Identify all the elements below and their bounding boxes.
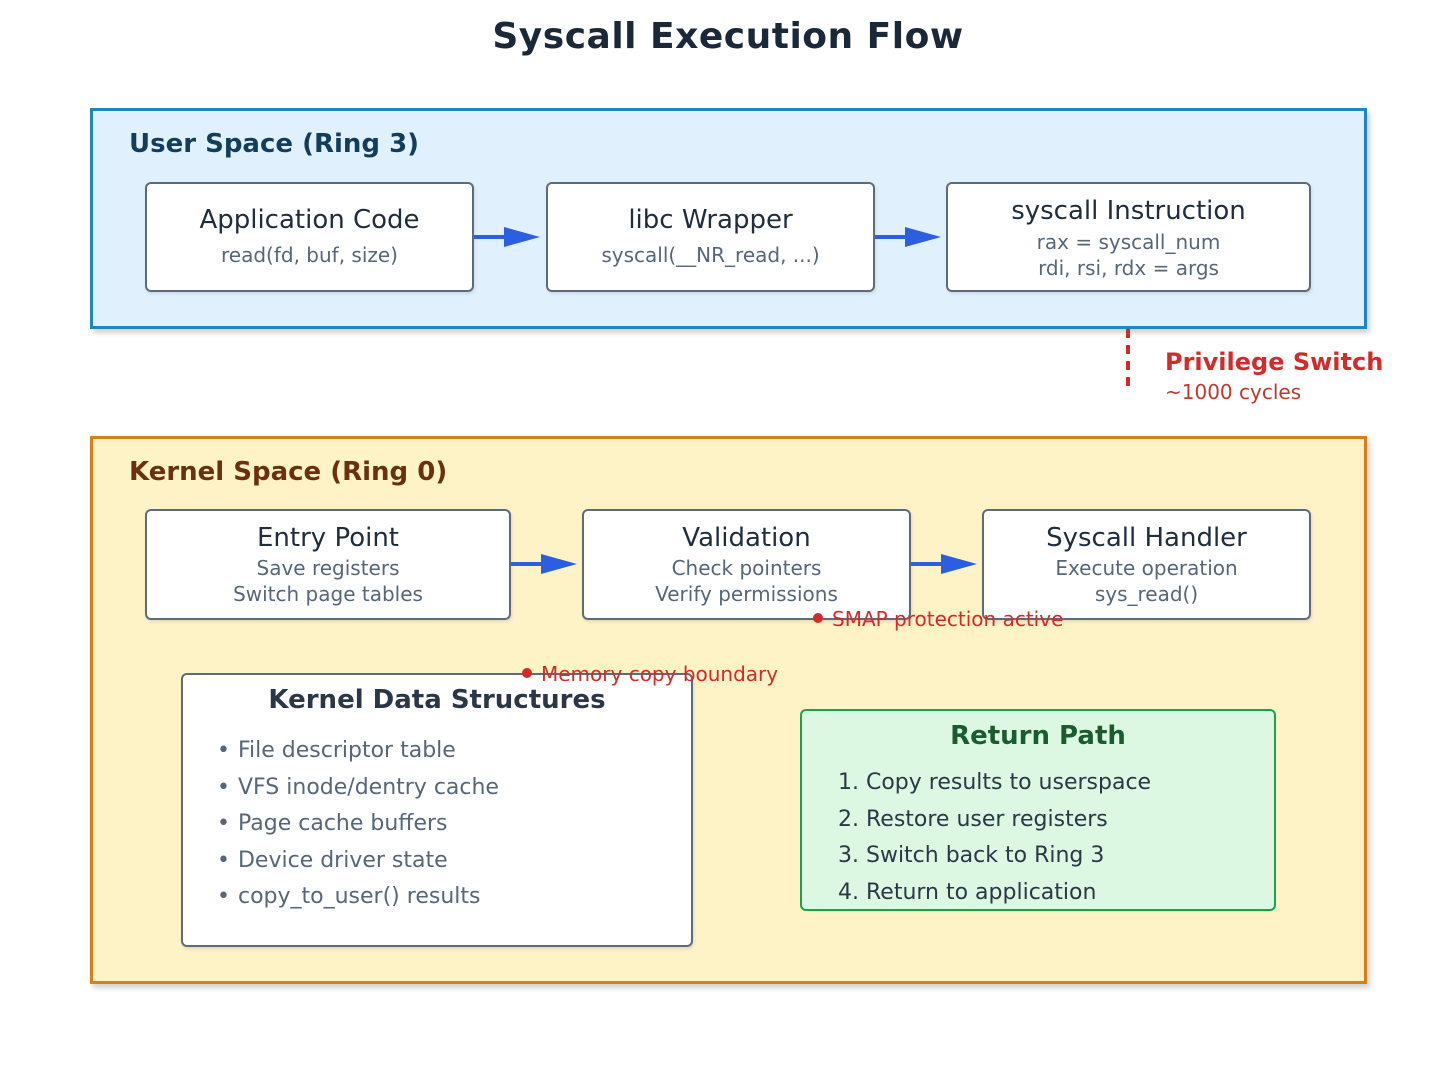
validation-box: Validation Check pointers Verify permiss… <box>582 509 911 620</box>
smap-note: SMAP protection active <box>813 607 1063 631</box>
user-space-title: User Space (Ring 3) <box>129 129 420 159</box>
box-detail: Verify permissions <box>655 582 838 606</box>
memory-boundary-note-text: Memory copy boundary <box>541 662 779 686</box>
red-dot-icon <box>522 668 532 678</box>
smap-note-text: SMAP protection active <box>832 607 1064 631</box>
list-item: 1. Copy results to userspace <box>838 770 1152 795</box>
arrow-right-icon <box>511 554 577 574</box>
box-detail: syscall(__NR_read, ...) <box>601 243 820 267</box>
box-detail: sys_read() <box>1094 582 1199 606</box>
memory-boundary-note: Memory copy boundary <box>522 662 778 686</box>
list-item: •copy_to_user() results <box>217 884 481 909</box>
entry-point-box: Entry Point Save registers Switch page t… <box>145 509 511 620</box>
libc-wrapper-box: libc Wrapper syscall(__NR_read, ...) <box>546 182 875 292</box>
syscall-instruction-box: syscall Instruction rax = syscall_num rd… <box>946 182 1311 292</box>
box-detail: Switch page tables <box>233 582 423 606</box>
kernel-data-structures-box: Kernel Data Structures •File descriptor … <box>181 673 693 947</box>
box-title: syscall Instruction <box>1011 196 1246 226</box>
box-detail: rdi, rsi, rdx = args <box>1038 256 1219 280</box>
list-item: 2. Restore user registers <box>838 806 1108 832</box>
application-code-box: Application Code read(fd, buf, size) <box>145 182 474 292</box>
box-detail: read(fd, buf, size) <box>220 243 398 267</box>
box-detail: Check pointers <box>671 556 822 580</box>
box-detail: Save registers <box>256 556 400 580</box>
kernel-data-structures-title: Kernel Data Structures <box>268 685 606 715</box>
arrow-right-icon <box>474 227 540 247</box>
return-path-title: Return Path <box>950 721 1126 751</box>
box-title: Syscall Handler <box>1046 523 1247 553</box>
privilege-switch-line <box>1126 329 1130 393</box>
list-item: •Device driver state <box>217 847 448 873</box>
kernel-data-structures-list: •File descriptor table •VFS inode/dentry… <box>217 733 691 916</box>
box-title: Validation <box>682 523 811 553</box>
box-title: Entry Point <box>257 523 399 553</box>
privilege-switch-annotation: Privilege Switch ~1000 cycles <box>1165 348 1383 404</box>
return-path-steps: 1. Copy results to userspace 2. Restore … <box>838 765 1274 911</box>
kernel-space-title: Kernel Space (Ring 0) <box>129 457 448 487</box>
arrow-right-icon <box>875 227 941 247</box>
list-item: •File descriptor table <box>217 738 456 763</box>
syscall-handler-box: Syscall Handler Execute operation sys_re… <box>982 509 1311 620</box>
box-title: Application Code <box>199 205 420 235</box>
box-detail: rax = syscall_num <box>1036 230 1221 254</box>
list-item: 3. Switch back to Ring 3 <box>838 843 1105 868</box>
return-path-box: Return Path 1. Copy results to userspace… <box>800 709 1276 911</box>
red-dot-icon <box>813 613 823 623</box>
arrow-right-icon <box>911 554 977 574</box>
box-title: libc Wrapper <box>628 205 793 235</box>
list-item: 4. Return to application <box>838 879 1097 905</box>
diagram-title: Syscall Execution Flow <box>492 16 964 57</box>
list-item: •Page cache buffers <box>217 811 448 836</box>
list-item: •VFS inode/dentry cache <box>217 774 499 800</box>
box-detail: Execute operation <box>1055 556 1238 580</box>
privilege-switch-cost: ~1000 cycles <box>1165 380 1302 404</box>
privilege-switch-label: Privilege Switch <box>1165 348 1384 376</box>
